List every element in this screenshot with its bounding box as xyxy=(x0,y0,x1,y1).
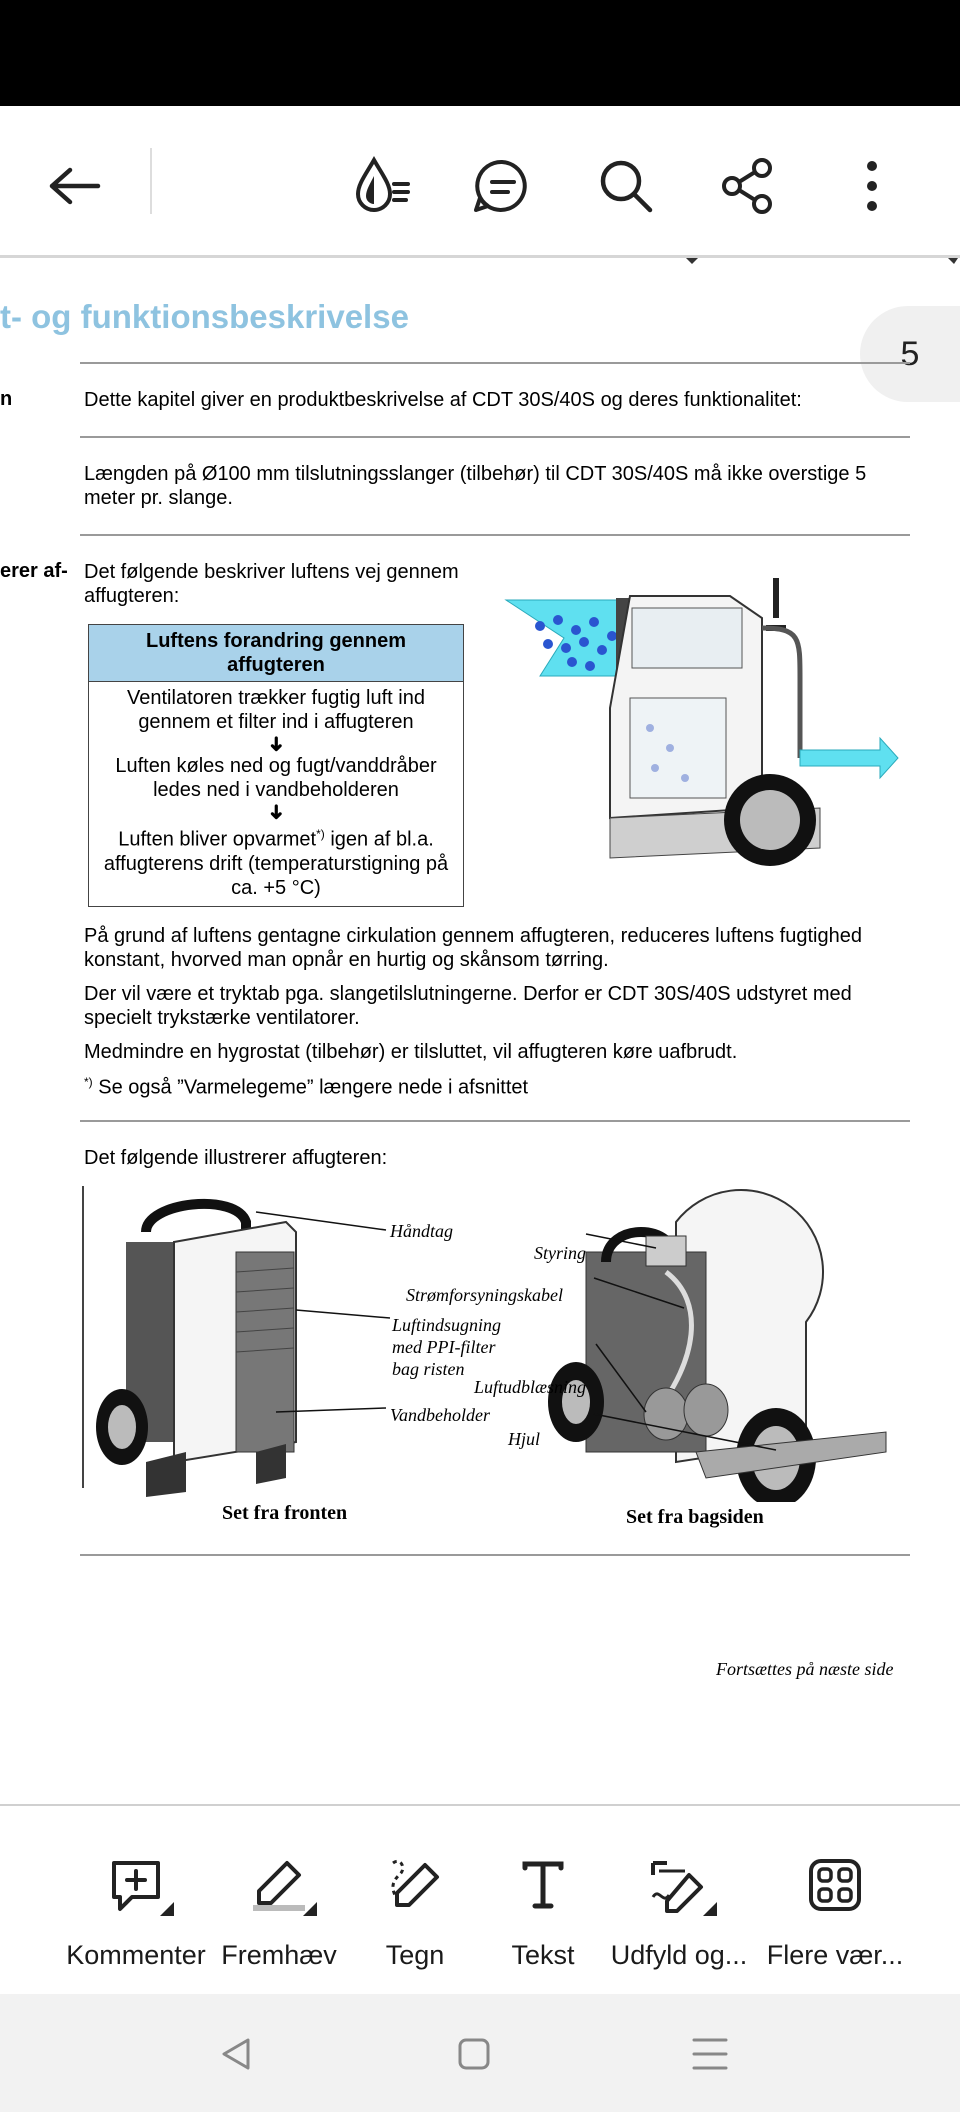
paragraph-hygrostat: Medmindre en hygrostat (tilbehør) er til… xyxy=(84,1041,738,1063)
label-front-view: Set fra fronten xyxy=(222,1502,348,1524)
submenu-indicator-icon xyxy=(160,1902,174,1916)
fill-sign-icon xyxy=(639,1850,719,1920)
label-wheel: Hjul xyxy=(508,1429,541,1449)
footnote: *) Se også ”Varmelegeme” længere nede i … xyxy=(84,1075,529,1099)
more-vertical-icon[interactable] xyxy=(832,146,912,226)
divider xyxy=(80,362,910,364)
submenu-indicator-icon xyxy=(303,1902,317,1916)
nav-recents-icon[interactable] xyxy=(680,2024,740,2084)
liquid-mode-icon[interactable] xyxy=(342,146,422,226)
toolbar-shadow xyxy=(0,255,960,258)
label-water-tank: Vandbeholder xyxy=(390,1405,490,1425)
page-number-badge[interactable]: 5 xyxy=(860,306,960,402)
label-air-intake: Luftindsugning xyxy=(392,1315,502,1335)
submenu-indicator-icon xyxy=(703,1902,717,1916)
airflow-illustration xyxy=(504,578,899,866)
side-label: n xyxy=(0,388,13,410)
comments-list-icon[interactable] xyxy=(462,146,542,226)
bottom-divider xyxy=(0,1804,960,1806)
page-top-marks xyxy=(686,258,958,264)
status-bar xyxy=(0,0,960,106)
side-label: erer af- xyxy=(0,560,68,582)
tool-label: Flere vær... xyxy=(766,1940,904,1970)
section-heading: t- og funktionsbeskrivelse xyxy=(0,298,409,335)
tool-highlight[interactable]: Fremhæv xyxy=(214,1806,344,1994)
table-step-1: Ventilatoren trækker fugtig luft ind gen… xyxy=(127,687,425,733)
back-arrow-icon[interactable] xyxy=(34,146,114,226)
tool-label: Tekst xyxy=(511,1940,575,1970)
label-air-intake-line-3: bag risten xyxy=(392,1359,465,1379)
table-header: Luftens forandring gennem affugteren xyxy=(89,625,463,682)
label-power-cable: Strømforsyningskabel xyxy=(406,1285,563,1305)
airflow-table: Luftens forandring gennem affugteren Ven… xyxy=(88,624,464,907)
divider xyxy=(80,534,910,536)
table-step-2: Luften køles ned og fugt/vanddråber lede… xyxy=(115,755,437,801)
text-icon xyxy=(503,1850,583,1920)
search-icon[interactable] xyxy=(586,146,666,226)
system-nav-bar xyxy=(0,1994,960,2112)
table-body: Ventilatoren trækker fugtig luft ind gen… xyxy=(89,682,463,906)
dehumidifier-views-illustration xyxy=(96,1189,887,1502)
continued-on-next-page: Fortsættes på næste side xyxy=(716,1659,894,1679)
paragraph-circulation: På grund af luftens gentagne cirkulation… xyxy=(84,925,862,971)
paragraph-illustrates: Det følgende illustrerer affugteren: xyxy=(84,1147,388,1169)
tool-more[interactable]: Flere vær... xyxy=(750,1806,920,1994)
paragraph-air-path: Det følgende beskriver luftens vej genne… xyxy=(84,561,459,607)
tool-draw[interactable]: Tegn xyxy=(360,1806,470,1994)
label-handle: Håndtag xyxy=(390,1221,453,1241)
divider xyxy=(80,1120,910,1122)
tool-fill-sign[interactable]: Udfyld og... xyxy=(606,1806,752,1994)
table-step-3: Luften bliver opvarmet*) igen af bl.a. a… xyxy=(103,827,449,899)
pdf-page[interactable]: t- og funktionsbeskrivelse 5 n Dette kap… xyxy=(0,258,960,1803)
label-control: Styring xyxy=(534,1243,586,1263)
app-toolbar xyxy=(0,106,960,256)
tool-label: Udfyld og... xyxy=(610,1940,748,1970)
paragraph-hoses: Længden på Ø100 mm tilslutningsslanger (… xyxy=(84,463,867,509)
highlight-pen-icon xyxy=(239,1850,319,1920)
paragraph-intro: Dette kapitel giver en produktbeskrivels… xyxy=(84,389,802,411)
label-air-outlet: Luftudblæsning xyxy=(474,1377,587,1397)
divider xyxy=(80,436,910,438)
paragraph-pressure: Der vil være et tryktab pga. slangetilsl… xyxy=(84,983,852,1029)
figure-frame-line xyxy=(82,1186,84,1488)
add-comment-icon xyxy=(96,1850,176,1920)
share-icon[interactable] xyxy=(708,146,788,226)
nav-back-icon[interactable] xyxy=(206,2024,266,2084)
nav-home-icon[interactable] xyxy=(444,2024,504,2084)
tool-label: Fremhæv xyxy=(221,1940,337,1970)
tool-comment[interactable]: Kommenter xyxy=(56,1806,216,1994)
tool-text[interactable]: Tekst xyxy=(488,1806,598,1994)
divider xyxy=(80,1554,910,1556)
label-back-view: Set fra bagsiden xyxy=(626,1506,764,1528)
bottom-toolbar: Kommenter Fremhæv Tegn Tekst Udfyld og..… xyxy=(0,1806,960,1994)
label-air-intake-line-2: med PPI-filter xyxy=(392,1337,496,1357)
tool-label: Kommenter xyxy=(66,1940,206,1970)
draw-pencil-icon xyxy=(375,1850,455,1920)
tool-label: Tegn xyxy=(385,1940,445,1970)
more-tools-grid-icon xyxy=(795,1850,875,1920)
toolbar-divider xyxy=(150,148,152,214)
